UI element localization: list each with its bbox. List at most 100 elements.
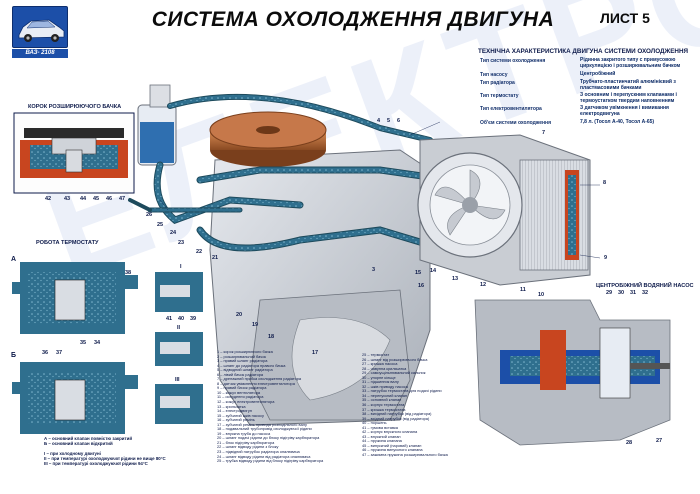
legend-item: 26 – шланг від розширюючого бачка [362, 356, 428, 362]
page-title: СИСТЕМА ОХОЛОДЖЕННЯ ДВИГУНА [151, 8, 555, 31]
legend-item: 24 – шланг відводу рідини від радіатора … [217, 453, 311, 459]
legend-item: 25 – трубка відводу рідини від блоку під… [217, 458, 324, 464]
spec-key: Тип електровентилятора [480, 106, 542, 112]
spec-title: Технічна характеристика двигуна системи … [478, 48, 689, 55]
callout-46: 46 [106, 196, 113, 202]
legend-item: 6 – лівий бачок радіатора [217, 371, 264, 377]
callout-20: 20 [236, 312, 243, 318]
thermostat-stage-insets [155, 272, 203, 424]
callout-29: 29 [606, 290, 613, 296]
legend-item: 45 – випускний (паровий) клапан [362, 442, 422, 448]
callout-19: 19 [252, 322, 259, 328]
spec-key: Тип термостату [480, 93, 519, 99]
legend-item: 30 – упорне кільце [362, 374, 396, 380]
legend-column-1: 1 – корок розширюючого бачка 2 – розширю… [217, 349, 324, 464]
legend-item: 29 – самоущільнювальний сальник [362, 370, 426, 376]
callout-30: 30 [618, 290, 625, 296]
thermostat-inset-a [12, 262, 138, 334]
legend-item: 33 – патрубок термостата для подачі ріди… [362, 388, 442, 394]
car-thumbnail [12, 6, 68, 48]
legend-item: 4 – шланг до радіатора правого бачка [217, 362, 286, 368]
spec-row: Тип насосу Центробіжний [480, 71, 690, 82]
spec-value: З датчиком увімкнення і вимикання електр… [580, 105, 669, 117]
legend-item: 13 – крильчатка [217, 403, 246, 409]
legend-item: 34 – перепускний клапан [362, 392, 408, 398]
legend-column-2: 25 – термостат 26 – шланг від розширюючо… [362, 352, 448, 458]
spec-key: Тип системи охолодження [480, 58, 546, 64]
legend-item: 17 – зубчатий ремінь привода розподільно… [217, 421, 307, 427]
callout-4: 4 [377, 118, 381, 124]
callout-40: 40 [178, 316, 185, 322]
callout-17: 17 [312, 350, 319, 356]
legend-item: 18 – подавальний трубопровід охолоджуючо… [217, 426, 312, 432]
engine-block [209, 149, 431, 426]
callout-45: 45 [93, 196, 100, 202]
legend-item: 32 – шків приводу насоса [362, 383, 408, 389]
label-roman-3: ІІІ [175, 377, 180, 383]
legend-item: 23 – підвідний патрубок радіатора опалюв… [217, 449, 300, 455]
spec-row: Тип системи охолодження Рідинна закритого… [480, 57, 690, 68]
thermo-note: І – при холодному двигуні [44, 451, 101, 456]
thermostat-label: Робота термостату [36, 240, 99, 246]
legend-item: 39 – вхідний патрубок (від радіатора) [362, 415, 430, 421]
legend-item: 40 – поршень [362, 420, 387, 426]
callout-22: 22 [196, 249, 203, 255]
callout-34: 34 [94, 340, 101, 346]
sheet-number: ЛИСТ 5 [600, 10, 650, 26]
expansion-tank [137, 84, 177, 166]
callout-5: 5 [387, 118, 391, 124]
callout-11: 11 [520, 287, 526, 293]
spec-value: Рідинна закритого типу с примусовою цирк… [580, 57, 681, 69]
legend-item: 28 – чавунна крильчатка [362, 365, 407, 371]
label-roman-2: ІІ [177, 325, 181, 331]
callout-9: 9 [604, 255, 608, 261]
legend-item: 15 – зубчатий шків насосу [217, 412, 264, 418]
callout-35: 35 [80, 340, 87, 346]
spec-value: Центробіжний [580, 71, 616, 77]
callout-3: 3 [372, 267, 376, 273]
spec-value: З основним і перепускним клапанами і тер… [580, 92, 677, 104]
spec-key: Тип насосу [480, 72, 508, 78]
callout-12: 12 [480, 282, 487, 288]
callout-18: 18 [268, 334, 275, 340]
callout-16: 16 [418, 283, 425, 289]
callout-21: 21 [212, 255, 219, 261]
legend-item: 43 – впускний клапан [362, 433, 401, 439]
cap-section-inset [13, 112, 135, 194]
legend-item: 14 – електродвигун [217, 408, 252, 414]
callout-13: 13 [452, 276, 459, 282]
legend-item: 19 – впускна труба до насоса [217, 430, 271, 436]
spec-key: Тип радіатора [480, 80, 515, 86]
air-filter [209, 111, 327, 167]
legend-item: 16 – зубчатий ремінь [217, 417, 255, 423]
callout-15: 15 [415, 270, 422, 276]
callout-31: 31 [630, 290, 637, 296]
spec-row: Тип електровентилятора З датчиком увімкне… [480, 105, 690, 116]
callout-39: 39 [190, 316, 197, 322]
callout-41: 41 [166, 316, 173, 322]
callout-26: 26 [146, 212, 153, 218]
legend-item: 36 – корпус термостата [362, 402, 405, 408]
thermo-note: А – основний клапан повністю закритий [44, 436, 133, 441]
legend-item: 2 – розширювальний бачок [217, 353, 267, 359]
legend-item: 20 – шланг подачі рідини до блоку підігр… [217, 435, 320, 441]
callout-47: 47 [119, 196, 126, 202]
pump-label: Центробіжний водяний насос [596, 283, 694, 289]
legend-item: 37 – кришка термостата [362, 406, 406, 412]
legend-item: 25 – термостат [362, 352, 390, 357]
label-b: Б [11, 352, 17, 359]
callout-8: 8 [603, 180, 607, 186]
legend-item: 8 – датчик увімкнення електровентилятора [217, 380, 295, 386]
legend-item: 47 – зажимна пружина розширювального бач… [362, 452, 448, 458]
model-label: ВАЗ- 2108 [12, 49, 68, 58]
callout-10: 10 [538, 292, 545, 298]
callout-24: 24 [170, 230, 177, 236]
callout-23: 23 [178, 240, 185, 246]
callout-27: 27 [656, 438, 663, 444]
spec-row: Тип термостату З основним і перепускним к… [480, 92, 690, 103]
legend-item: 10 – кожух вентилятора [217, 389, 261, 395]
legend-item: 41 – гумова вставка [362, 424, 398, 430]
legend-item: 12 – кожух електровентилятора [217, 399, 275, 405]
